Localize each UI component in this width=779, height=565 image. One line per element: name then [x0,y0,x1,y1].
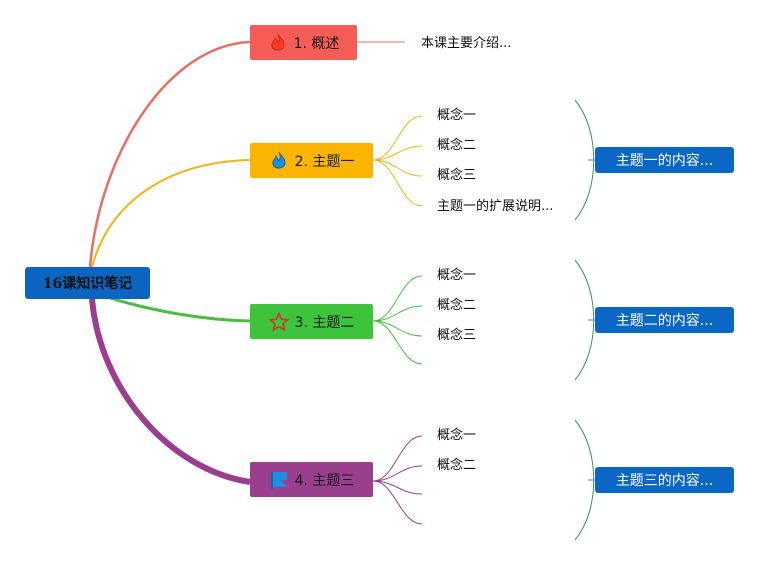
detail-2-1[interactable]: 概念一 [437,108,477,123]
topic4-branches [372,435,423,525]
topic-1[interactable]: 1. 概述 [250,25,357,60]
connector-topic-4 [89,298,251,485]
flame-drop-icon [269,151,289,171]
topic-4[interactable]: 4. 主题三 [250,462,373,497]
summary-topic-2[interactable]: 主题二的内容... [595,307,734,333]
topic-1-label: 1. 概述 [293,35,340,52]
detail-4-1[interactable]: 概念一 [437,428,477,443]
topic3-branches [372,275,423,365]
detail-3-2[interactable]: 概念二 [437,298,477,313]
fire-icon [268,33,288,53]
topic-3-label: 3. 主题二 [294,314,355,331]
flag-icon [269,470,289,490]
connector-topic-3 [109,296,251,323]
detail-3-1[interactable]: 概念一 [437,268,477,283]
detail-2-3[interactable]: 概念三 [437,168,477,183]
root-topic-label: 16课知识笔记 [42,276,133,292]
detail-1-1[interactable]: 本课主要介绍... [421,36,512,51]
root-topic[interactable]: 16课知识笔记 [25,267,150,299]
star-icon [268,312,289,332]
topic-2[interactable]: 2. 主题一 [250,143,373,178]
topic-2-label: 2. 主题一 [294,153,355,170]
summary-topic-1[interactable]: 主题一的内容... [595,147,734,173]
connector-topic-2 [91,159,251,268]
topic-4-label: 4. 主题三 [294,472,355,489]
detail-4-2[interactable]: 概念二 [437,458,477,473]
topic-3[interactable]: 3. 主题二 [250,304,373,339]
topic2-branches [372,115,423,207]
summary-topic-3[interactable]: 主题三的内容... [595,467,734,493]
detail-3-3[interactable]: 概念三 [437,328,477,343]
connector-topic-1 [88,40,251,268]
detail-2-2[interactable]: 概念二 [437,138,477,153]
detail-2-4[interactable]: 主题一的扩展说明... [437,199,554,214]
